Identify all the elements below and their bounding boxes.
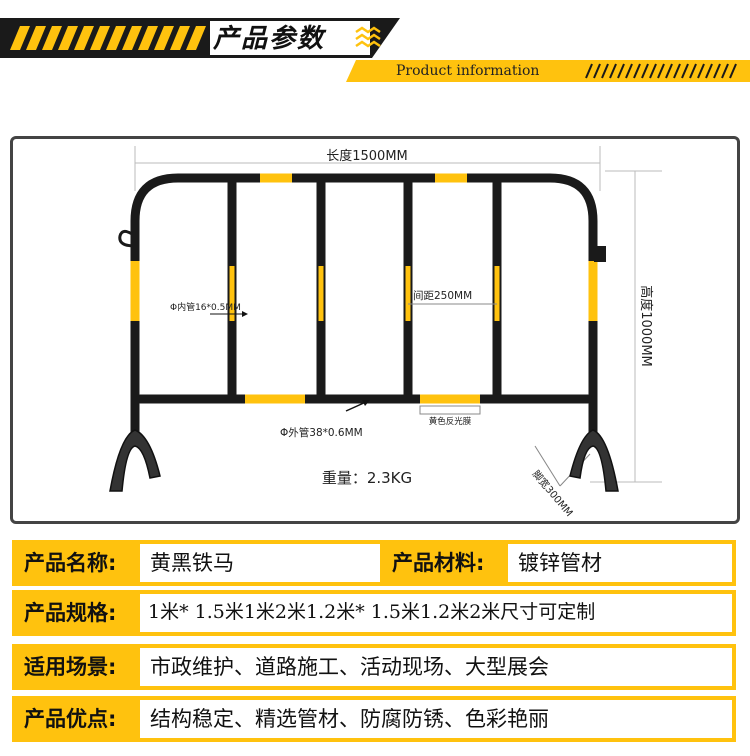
scene-value: 市政维护、道路施工、活动现场、大型展会: [150, 655, 549, 679]
outer-pipe-label: Φ外管38*0.6MM: [280, 426, 363, 439]
page-subtitle: Product information: [396, 63, 540, 79]
title-banner: [0, 18, 400, 58]
advantage-value: 结构稳定、精选管材、防腐防锈、色彩艳丽: [150, 707, 549, 731]
name-value-cell: [140, 544, 380, 582]
size-value-cell: [140, 594, 732, 632]
spec-row-scene: 适用场景: 市政维护、道路施工、活动现场、大型展会: [12, 644, 736, 690]
spacing-label: 间距250MM: [413, 289, 472, 302]
spec-row-advantage: 产品优点: 结构稳定、精选管材、防腐防锈、色彩艳丽: [12, 696, 736, 742]
material-value: 镀锌管材: [518, 551, 602, 575]
scene-label: 适用场景:: [24, 655, 117, 679]
scene-value-cell: [140, 648, 732, 686]
spec-row-size: 产品规格: 1米* 1.5米1米2米1.2米* 1.5米1.2米2米尺寸可定制: [12, 590, 736, 636]
size-label: 产品规格:: [24, 601, 117, 625]
weight-label: 重量：2.3KG: [322, 469, 412, 487]
subtitle-banner: [346, 60, 750, 82]
size-value: 1米* 1.5米1米2米1.2米* 1.5米1.2米2米尺寸可定制: [148, 601, 596, 623]
spec-row-name: 产品名称: 黄黑铁马 产品材料: 镀锌管材: [12, 540, 736, 586]
material-value-cell: [508, 544, 732, 582]
barrier-diagram: 长度1500MM 高度1000MM Φ内管16*0.5MM 间距250MM Φ外…: [109, 146, 662, 519]
reflective-film-label: 黄色反光膜: [429, 416, 472, 427]
material-label: 产品材料:: [392, 551, 485, 575]
name-label: 产品名称:: [24, 551, 117, 575]
diagram-frame: [10, 136, 740, 524]
length-label: 长度1500MM: [326, 148, 408, 164]
advantage-label: 产品优点:: [24, 707, 117, 731]
name-value: 黄黑铁马: [150, 551, 234, 575]
advantage-value-cell: [140, 700, 732, 738]
height-label: 高度1000MM: [638, 285, 654, 367]
page-title: 产品参数: [213, 24, 326, 54]
inner-pipe-label: Φ内管16*0.5MM: [170, 301, 241, 313]
